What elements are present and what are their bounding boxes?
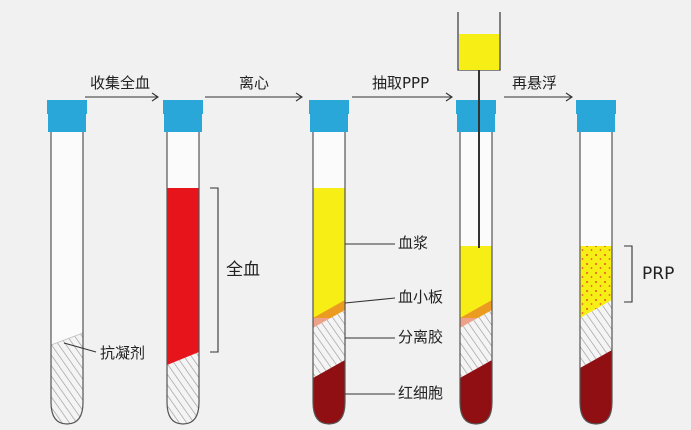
red-cell-layer: [313, 360, 345, 424]
tube-4-cap-body: [457, 114, 495, 132]
tube-5-prp: [576, 100, 616, 425]
label-whole-blood: 全血: [226, 260, 260, 280]
tube-5-cap-body: [577, 114, 615, 132]
tube-1-cap-body: [48, 114, 86, 132]
label-red-cells: 红细胞: [398, 384, 444, 402]
label-plasma: 血浆: [398, 234, 429, 252]
tube-3-cap: [309, 100, 349, 114]
platelet-layer: [313, 300, 345, 328]
step-label-resuspend: 再悬浮: [512, 74, 558, 92]
tube-4-extract: [456, 12, 501, 425]
tube-1-cap: [47, 100, 87, 114]
label-separation-gel: 分离胶: [398, 328, 444, 346]
tube-2-whole-blood: [163, 100, 203, 425]
tube-2-cap: [163, 100, 203, 114]
tube-4-cap: [456, 100, 496, 114]
tube-3-centrifuged: [309, 100, 349, 425]
whole-blood-bracket: [210, 187, 219, 353]
step-label-extract: 抽取PPP: [372, 74, 430, 92]
step-label-centrifuge: 离心: [239, 74, 270, 92]
label-anticoagulant: 抗凝剂: [100, 344, 146, 362]
plasma-layer: [313, 188, 345, 318]
tube-1-anticoagulant: [47, 100, 87, 425]
anticoagulant-leader: [63, 342, 97, 353]
tube-2-cap-body: [164, 114, 202, 132]
syringe: [457, 12, 501, 248]
gel-layer: [313, 310, 345, 378]
platelet-leader: [344, 297, 396, 304]
prp-bracket: [624, 245, 633, 303]
step-arrows: [85, 92, 573, 102]
tube-5-cap: [576, 100, 616, 114]
label-platelets: 血小板: [398, 288, 444, 306]
label-prp: PRP: [642, 264, 675, 284]
step-label-collect: 收集全血: [90, 74, 151, 92]
tube-3-cap-body: [310, 114, 348, 132]
annotation-lines: [63, 187, 633, 395]
